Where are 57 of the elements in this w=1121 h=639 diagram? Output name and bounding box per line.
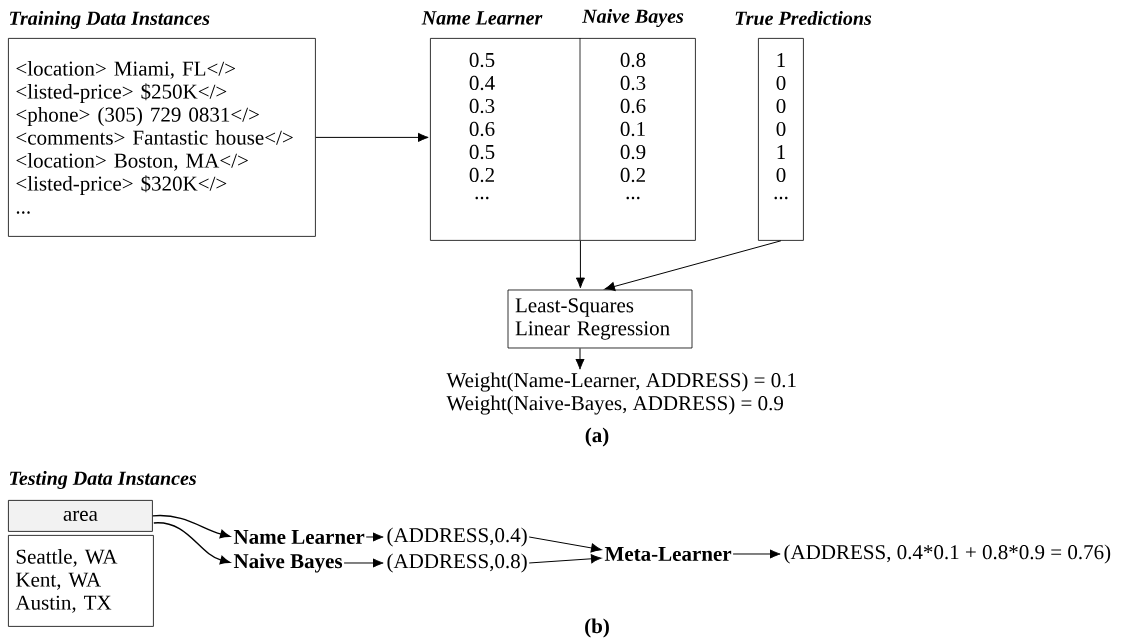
table-value: 0.3 xyxy=(620,75,646,91)
learner-label: Name Learner xyxy=(233,530,365,544)
subfigure-label: (b) xyxy=(585,618,609,638)
table-value: 0.5 xyxy=(469,144,495,160)
table-value: 0 xyxy=(776,121,786,137)
table-value: 0.6 xyxy=(620,98,646,114)
table-value: 0.3 xyxy=(469,98,495,114)
arrow xyxy=(365,532,384,542)
node-label: <location> Miami, FL</> xyxy=(16,60,236,79)
node-label: <comments> Fantastic house</> xyxy=(16,129,293,145)
table-value: 1 xyxy=(777,145,785,159)
prediction-text: (ADDRESS,0.8) xyxy=(387,553,527,573)
learner-label: Naive Bayes xyxy=(233,553,343,573)
column-header: True Predictions xyxy=(735,10,872,26)
table-value: 0.4 xyxy=(469,75,495,91)
arrow xyxy=(315,132,429,142)
table-value: 0.8 xyxy=(620,52,646,68)
node-label: ... xyxy=(16,211,30,214)
arrow xyxy=(528,536,602,553)
weight-results: Weight(Name-Learner, ADDRESS) = 0.1 Weight(Naive-Bayes, ADDRESS) = 0.9 xyxy=(446,372,796,415)
table-value: 0.2 xyxy=(620,167,645,183)
table-value: 0.5 xyxy=(469,52,495,68)
subfigure-label: (a) xyxy=(585,427,609,447)
column-header: Naive Bayes xyxy=(582,8,684,28)
table-value: 0.1 xyxy=(620,121,645,137)
node-label: <listed-price> $250K</> xyxy=(16,83,227,103)
table-value: 0.9 xyxy=(620,144,646,160)
table-value: 0.6 xyxy=(469,121,495,137)
table-value: 0 xyxy=(776,98,786,114)
data-box: <location> Miami, FL</> <listed-price> $250K</> <phone> (305) 729 0831</> <comments> Fantastic house</> <location> Boston, MA</> <listed-price> $320K</> ... xyxy=(8,38,316,237)
table-value: 0 xyxy=(776,167,786,183)
arrow xyxy=(575,240,585,289)
arrow xyxy=(153,522,231,565)
arrow xyxy=(604,240,782,291)
arrow xyxy=(575,347,585,370)
heading: Testing Data Instances xyxy=(9,470,197,490)
node-label: <phone> (305) 729 0831</> xyxy=(16,106,259,126)
result-text: (ADDRESS, 0.4*0.1 + 0.8*0.9 = 0.76) xyxy=(784,544,1111,564)
arrow xyxy=(152,514,231,539)
table-value: 0 xyxy=(776,75,786,91)
node-label: <listed-price> $320K</> xyxy=(16,175,227,195)
prediction-text: (ADDRESS,0.4) xyxy=(387,527,527,547)
data-box: area xyxy=(8,500,153,532)
data-box: Seattle, WA Kent, WA Austin, TX xyxy=(8,535,154,627)
arrow xyxy=(343,558,384,568)
node-label: <location> Boston, MA</> xyxy=(16,152,248,171)
arrow xyxy=(528,554,602,564)
learner-label: Meta-Learner xyxy=(604,547,732,561)
table-value: ... xyxy=(626,196,640,200)
table-value: 0.2 xyxy=(469,167,494,183)
arrow xyxy=(732,549,781,559)
table-value: ... xyxy=(774,196,788,200)
table-value: ... xyxy=(475,196,489,200)
table-value: 1 xyxy=(777,53,785,67)
heading: Training Data Instances xyxy=(9,10,210,30)
column-header: Name Learner xyxy=(421,11,543,25)
process-box: Least-Squares Linear Regression xyxy=(507,289,693,349)
